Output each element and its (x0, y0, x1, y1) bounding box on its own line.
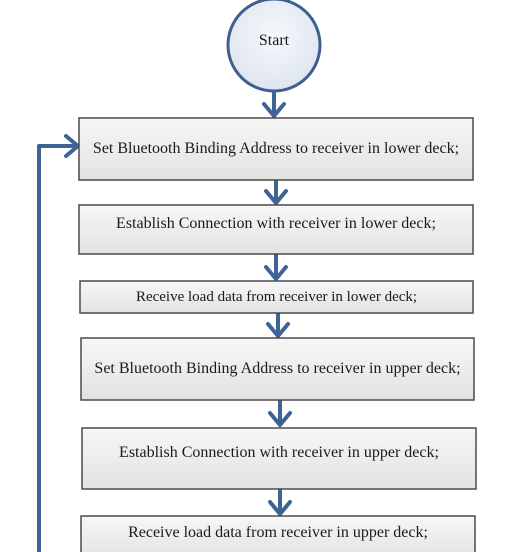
arrow-step2-to-step3 (264, 253, 288, 281)
loop-back-arrow (37, 134, 80, 552)
arrow-step3-to-step4 (266, 312, 290, 338)
arrow-step4-to-step5 (268, 399, 292, 427)
step-5-box (81, 427, 477, 490)
arrow-start-to-step1 (262, 90, 286, 118)
step-2-label: Establish Connection with receiver in lo… (116, 214, 436, 232)
start-node-label: Start (258, 31, 290, 49)
step-6-label: Receive load data from receiver in upper… (128, 524, 428, 541)
step-3-box (79, 280, 474, 314)
step-5-label: Establish Connection with receiver in up… (119, 443, 439, 461)
step-4-box (80, 337, 475, 401)
arrow-step5-to-step6 (268, 488, 292, 516)
connector-arrows (262, 90, 292, 516)
step-4-label: Set Bluetooth Binding Address to receive… (94, 359, 461, 377)
step-2-box (78, 204, 474, 255)
arrow-step1-to-step2 (264, 179, 288, 205)
step-1-box (78, 117, 474, 181)
step-3-label: Receive load data from receiver in lower… (135, 288, 418, 305)
step-6-box (80, 515, 476, 552)
step-1-label: Set Bluetooth Binding Address to receive… (92, 139, 460, 157)
